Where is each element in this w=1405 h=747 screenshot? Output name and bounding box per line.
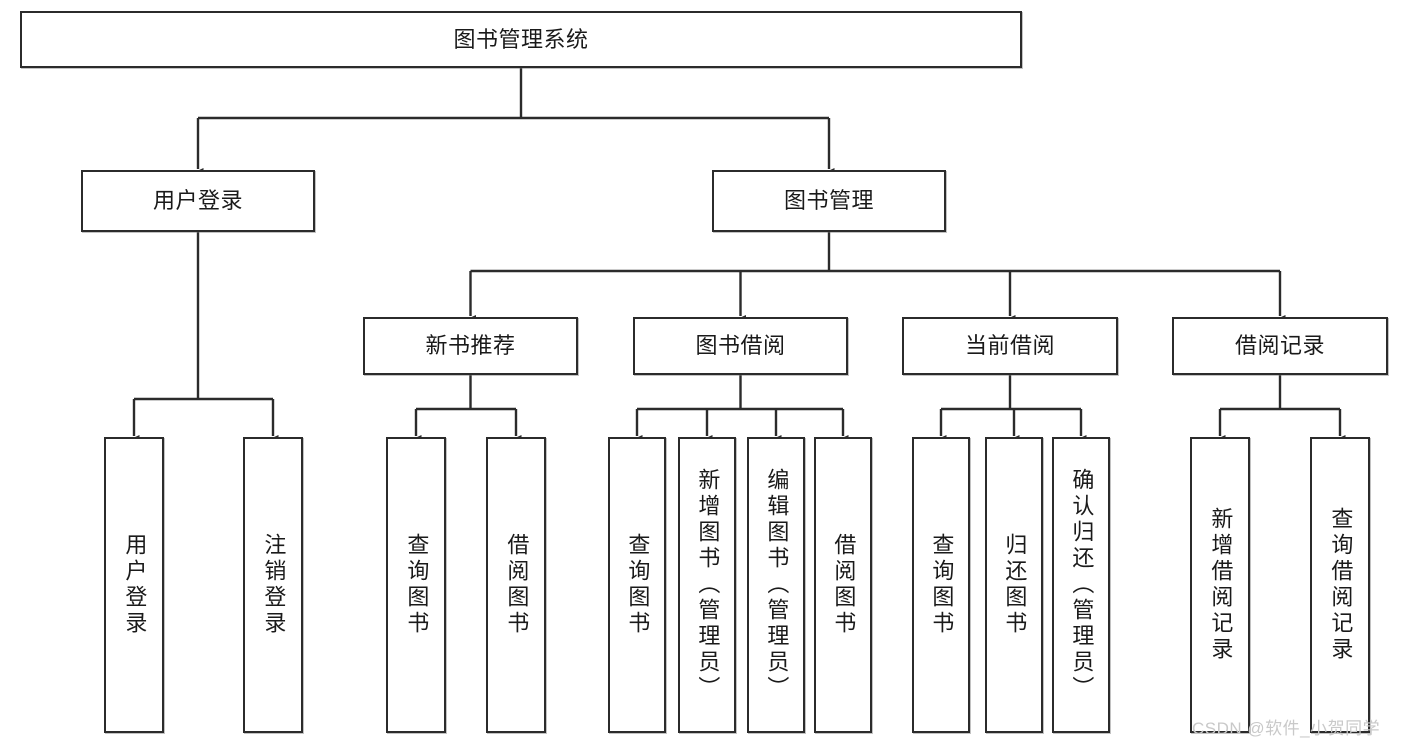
node-l1-login[interactable]: 用户登录 [81,170,315,232]
node-label: 借阅图书 [831,533,857,637]
node-label: 编辑图书（管理员） [764,468,790,702]
node-label: 用户登录 [122,533,148,637]
node-l1-book[interactable]: 图书管理 [712,170,946,232]
node-root[interactable]: 图书管理系统 [20,11,1022,68]
node-label: 新增借阅记录 [1208,507,1234,663]
node-l3-c1[interactable]: 查询图书 [608,437,666,733]
node-label: 查询借阅记录 [1328,507,1354,663]
node-l3-c3[interactable]: 编辑图书（管理员） [747,437,805,733]
node-l2-rec[interactable]: 新书推荐 [363,317,578,375]
node-label: 新书推荐 [425,333,516,359]
node-l3-e2[interactable]: 查询借阅记录 [1310,437,1370,733]
node-label: 归还图书 [1002,533,1028,637]
node-l3-e1[interactable]: 新增借阅记录 [1190,437,1250,733]
node-label: 图书管理 [783,188,874,214]
node-l3-d3[interactable]: 确认归还（管理员） [1052,437,1110,733]
node-l2-history[interactable]: 借阅记录 [1172,317,1388,375]
node-l2-current[interactable]: 当前借阅 [902,317,1118,375]
node-l3-c4[interactable]: 借阅图书 [814,437,872,733]
node-l3-d1[interactable]: 查询图书 [912,437,970,733]
node-label: 查询图书 [625,533,651,637]
node-label: 新增图书（管理员） [695,468,721,702]
node-l2-borrow[interactable]: 图书借阅 [633,317,848,375]
node-l3-b2[interactable]: 借阅图书 [486,437,546,733]
node-label: 当前借阅 [964,333,1055,359]
node-l3-a1[interactable]: 用户登录 [104,437,164,733]
node-l3-a2[interactable]: 注销登录 [243,437,303,733]
node-label: 确认归还（管理员） [1069,468,1095,702]
node-label: 用户登录 [152,188,243,214]
node-l3-d2[interactable]: 归还图书 [985,437,1043,733]
node-label: 图书借阅 [695,333,786,359]
node-label: 图书管理系统 [453,26,589,52]
node-label: 借阅记录 [1234,333,1325,359]
node-label: 查询图书 [404,533,430,637]
node-l3-b1[interactable]: 查询图书 [386,437,446,733]
node-label: 查询图书 [929,533,955,637]
csdn-watermark: CSDN @软件_小贺同学 [1192,719,1381,738]
node-label: 借阅图书 [504,533,530,637]
node-label: 注销登录 [261,533,287,637]
node-l3-c2[interactable]: 新增图书（管理员） [678,437,736,733]
